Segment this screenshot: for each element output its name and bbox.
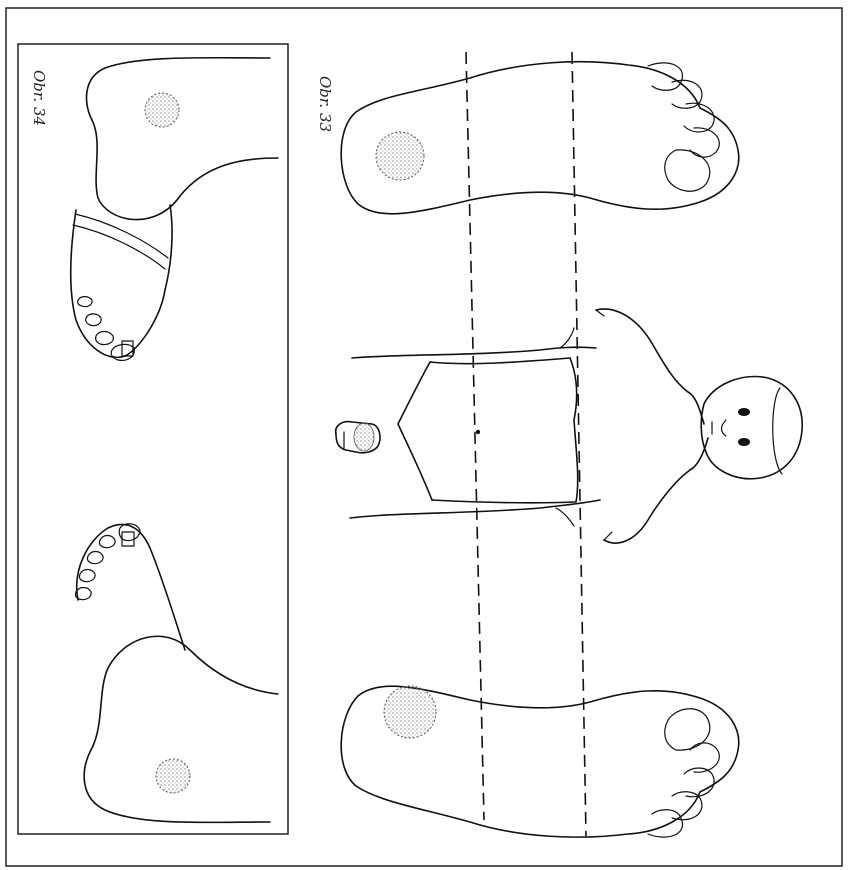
reflex-point-sole-lower [384,686,436,738]
figure-34-frame [18,44,288,834]
foot-side-lower-icon [75,524,278,823]
torso-outline-icon [336,309,802,543]
eye-left [738,408,750,416]
foot-sole-lower-icon [341,686,739,837]
foot-sole-upper-icon [341,62,739,214]
dashed-line-left [466,52,484,820]
reflex-point-genital [354,423,374,451]
eye-right [738,438,750,446]
reflex-point-heel-upper [145,93,179,127]
navel [476,430,480,434]
foot-side-upper-icon [71,58,278,361]
dashed-line-right [572,52,586,836]
figure-34-label: Obr. 34 [30,70,48,126]
penis-icon [336,422,380,453]
reflex-point-heel-lower [156,759,190,793]
figure-33: Obr. 33 [316,52,802,837]
figure-34: Obr. 34 [18,44,288,834]
figure-33-label: Obr. 33 [316,76,334,132]
reflex-point-sole-upper [376,132,424,180]
face-icon [701,377,802,479]
